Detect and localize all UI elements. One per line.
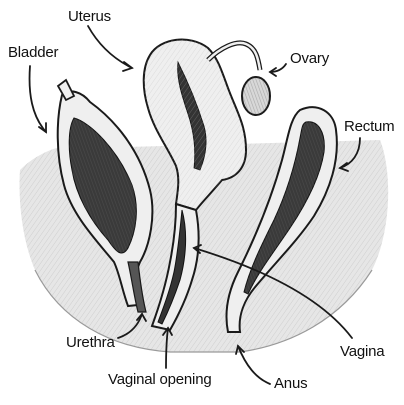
label-bladder: Bladder [8, 44, 58, 61]
arrow-bladder [30, 66, 46, 132]
label-ovary: Ovary [290, 50, 329, 67]
arrow-uterus [88, 26, 132, 68]
label-vaginal-opening: Vaginal opening [108, 371, 211, 388]
label-vagina: Vagina [340, 343, 384, 360]
label-urethra: Urethra [66, 334, 115, 351]
label-anus: Anus [274, 375, 307, 392]
ureter-stub [58, 80, 74, 100]
label-rectum: Rectum [344, 118, 394, 135]
ovary-texture [242, 77, 270, 115]
label-uterus: Uterus [68, 8, 111, 25]
